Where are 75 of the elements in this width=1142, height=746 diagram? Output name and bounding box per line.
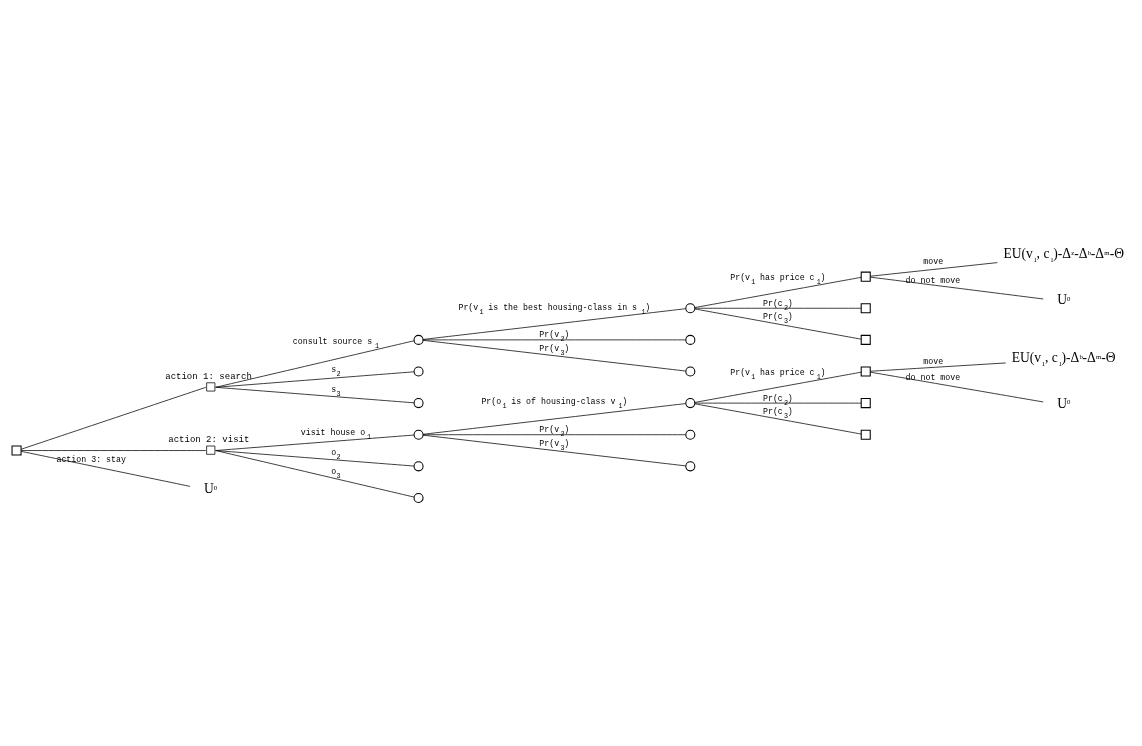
connector — [694, 403, 862, 435]
node-text: EU(v$_{1}$, c$_{1}$)-Δ$^{z}$-Δ$^{b}$-Δ$^{m}$-Θ — [1003, 246, 1124, 263]
edge-label: move — [923, 257, 944, 267]
connector — [870, 262, 998, 277]
connector — [870, 276, 1044, 300]
edge-label: Pr(c$_{2}$) — [762, 298, 793, 312]
edge-label: o$_{2}$ — [331, 447, 341, 461]
connector — [20, 450, 207, 451]
edge-label: Pr(v$_{1}$ has price c$_{1}$) — [730, 273, 826, 287]
connector — [422, 308, 686, 340]
edge-label: consult source s$_{1}$ — [292, 337, 379, 351]
connector — [694, 276, 862, 308]
connector — [422, 403, 686, 435]
edge-label: move — [923, 356, 944, 366]
edge-label: s$_{2}$ — [331, 365, 341, 379]
node-circle — [685, 303, 696, 314]
connector — [20, 451, 191, 487]
node-box — [206, 445, 216, 455]
connector — [215, 371, 415, 388]
node-text: EU(v$_{1}$, c$_{1}$)-Δ$^{b}$-Δ$^{m}$-Θ — [1011, 350, 1116, 367]
node-box — [860, 429, 871, 440]
node-circle — [413, 334, 424, 345]
node-label: action 2: visit — [168, 433, 250, 445]
connector — [215, 340, 415, 388]
edge-label: Pr(c$_{2}$) — [762, 393, 793, 407]
edge-label: Pr(o$_{1}$ is of housing-class v$_{1}$) — [481, 397, 628, 411]
node-box — [860, 271, 871, 282]
node-box — [860, 334, 871, 345]
node-circle — [685, 334, 696, 345]
edge-label: Pr(c$_{3}$) — [762, 407, 793, 421]
node-circle — [413, 429, 424, 440]
edge-label: visit house o$_{1}$ — [300, 428, 372, 442]
connector — [215, 450, 415, 498]
node-circle — [685, 429, 696, 440]
edge-label: Pr(v$_{3}$) — [539, 344, 570, 358]
node-circle — [685, 461, 696, 472]
edge-label: action 3: stay — [56, 454, 126, 464]
connector — [694, 308, 862, 340]
connector — [870, 371, 1044, 403]
edge-label: Pr(c$_{3}$) — [762, 312, 793, 326]
edge-label: o$_{3}$ — [331, 467, 341, 481]
node-box — [860, 303, 871, 314]
node-box — [11, 445, 22, 456]
edge-label: do not move — [905, 373, 961, 383]
node-text: U$^{0}$ — [1057, 292, 1071, 308]
edge-label: Pr(v$_{1}$ has price c$_{1}$) — [730, 368, 826, 382]
connector — [215, 386, 415, 404]
node-circle — [413, 398, 424, 409]
edge-label: Pr(v$_{2}$) — [539, 425, 570, 439]
node-circle — [413, 461, 424, 472]
node-text: U$^{0}$ — [204, 481, 218, 496]
connector — [694, 307, 862, 309]
connector — [422, 434, 686, 467]
edge-label: Pr(v$_{1}$ is the best housing-class in s$_{1}$) — [458, 302, 651, 316]
connector — [20, 386, 207, 450]
node-box — [860, 398, 871, 409]
connector — [694, 402, 862, 404]
node-text: U$^{0}$ — [1057, 395, 1071, 411]
connector — [870, 362, 1007, 372]
connector — [422, 339, 686, 341]
connector — [422, 339, 686, 372]
connector — [694, 371, 862, 403]
node-box — [206, 382, 216, 392]
edge-label: s$_{3}$ — [331, 384, 341, 398]
edge-label: do not move — [905, 276, 961, 286]
node-circle — [685, 398, 696, 409]
node-circle — [413, 492, 424, 503]
node-circle — [413, 366, 424, 377]
node-circle — [685, 366, 696, 377]
edge-label: Pr(v$_{2}$) — [539, 330, 570, 344]
edge-label: Pr(v$_{3}$) — [539, 438, 570, 452]
connector — [422, 434, 686, 436]
node-label: action 1: search — [165, 370, 252, 382]
connector — [215, 450, 415, 467]
node-box — [860, 366, 871, 377]
